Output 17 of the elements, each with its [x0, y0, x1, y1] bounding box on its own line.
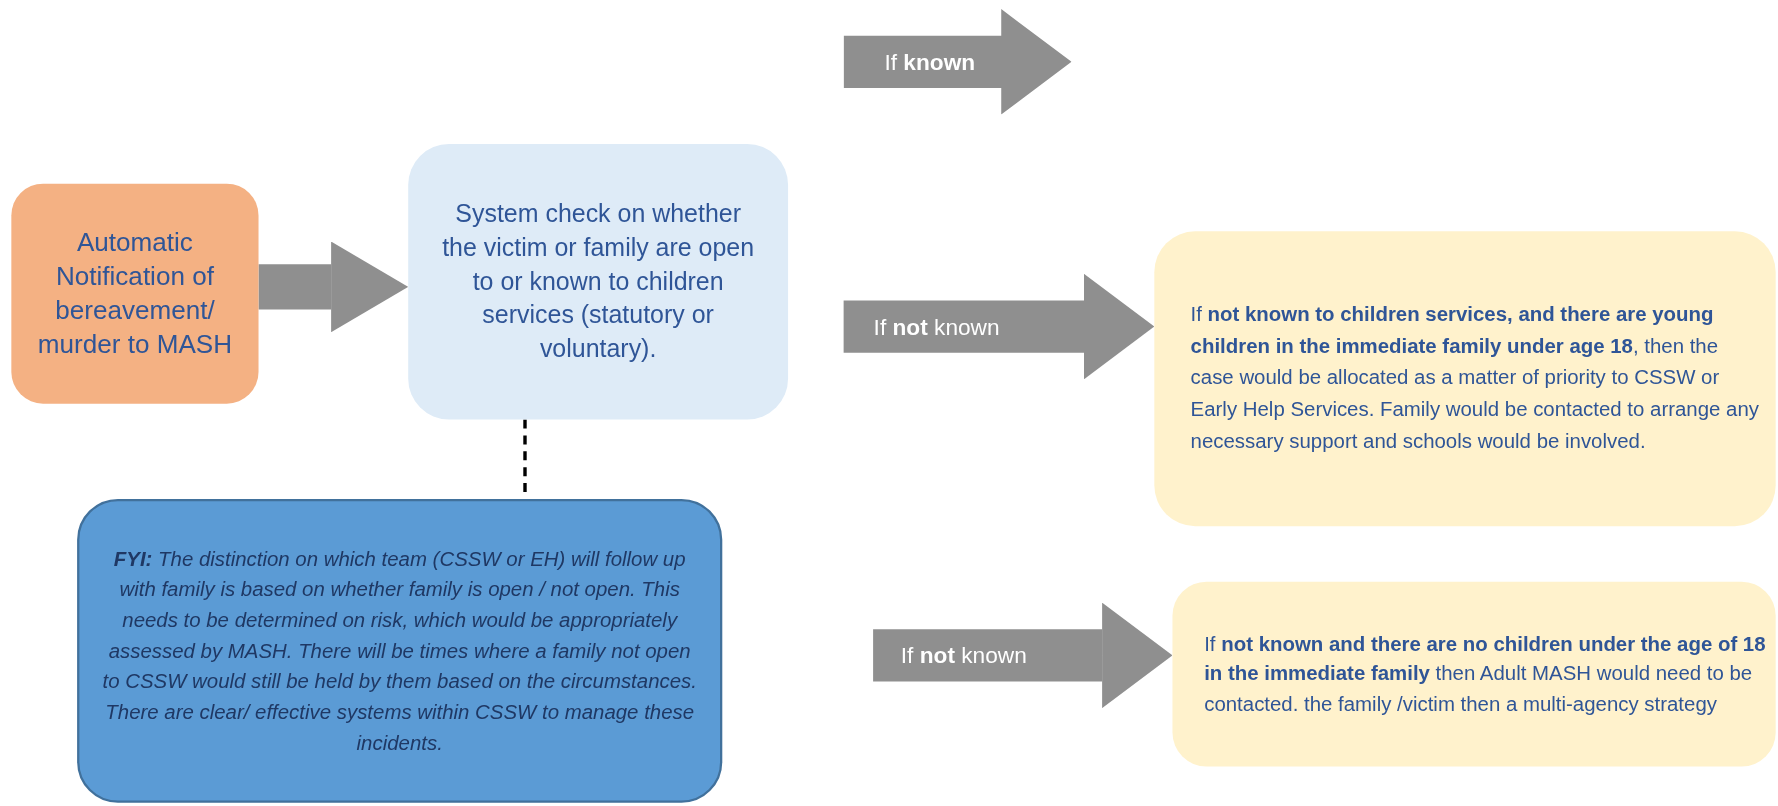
outcome-box — [1154, 231, 1776, 527]
node-text: If not known and there are no children under the age of 18 in the immediate family then Adult MASH would need to be contacted. the family /victim then a multi-agency strategy — [1204, 632, 1767, 717]
node-text: If not known to children services, and there are young children in the immediate family under age 18, then the case would be allocated as a matter of priority to CSSW or Early Help Services. Family would be contacted to arrange any necessary support and schools would be involved. — [1190, 302, 1760, 455]
outcome-box — [1172, 581, 1776, 767]
node-text: FYI: The distinction on which team (CSSW or EH) will follow up with family is based on whether family is open / not open. This needs to be determined on risk, which would be appropriately assessed by MASH. There will be times where a family not open to CSSW would still be held by them based on the circumstances. There are clear/ effective systems within CSSW to manage these incidents. — [102, 546, 698, 756]
block-arrow — [843, 9, 1072, 115]
note-box — [77, 498, 723, 803]
block-arrow — [873, 602, 1173, 709]
block-arrow — [258, 241, 409, 333]
block-arrow — [843, 273, 1155, 380]
edge-label: If not known — [873, 313, 1000, 342]
node-text: System check on whether the victim or family are open to or known to children services (statutory or voluntary). — [441, 198, 756, 365]
node-text: If known — [884, 48, 977, 77]
edge-label: If not known — [900, 641, 1027, 670]
decision-box — [408, 144, 789, 420]
process-box — [11, 183, 259, 404]
node-text: Automatic Notification of bereavement/ murder to MASH — [36, 226, 233, 361]
